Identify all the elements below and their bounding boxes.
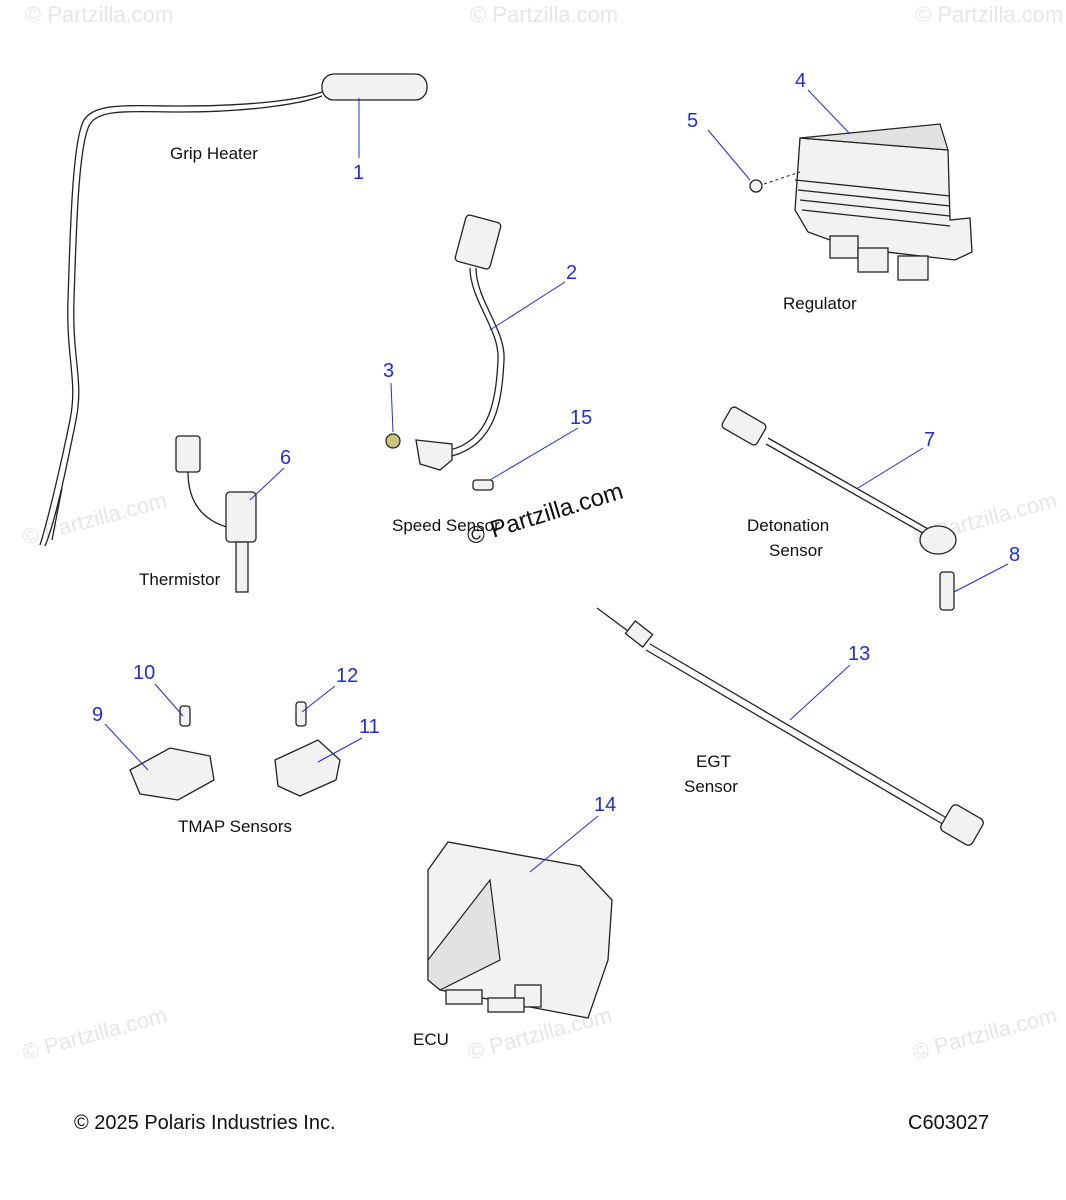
watermark-top-right: © Partzilla.com <box>915 2 1063 27</box>
label-grip-heater: Grip Heater <box>170 144 258 163</box>
footer-drawing-code: C603027 <box>908 1112 989 1134</box>
speed-sensor-oring <box>385 433 401 449</box>
thermistor-body <box>225 491 257 543</box>
watermark-bottom-left: © Partzilla.com <box>20 1002 170 1065</box>
callout-13: 13 <box>848 643 870 665</box>
ecu-side <box>427 878 501 991</box>
thermistor-probe <box>235 541 249 593</box>
egt-cable <box>649 643 951 821</box>
regulator-connector-1 <box>829 235 859 259</box>
regulator-fin-1 <box>794 179 951 197</box>
grip-heater-wire-end <box>51 487 63 541</box>
detonation-bolt <box>939 571 955 611</box>
egt-connector <box>940 804 984 846</box>
detonation-cable-2 <box>765 443 929 537</box>
label-regulator: Regulator <box>783 294 857 313</box>
part-grip-heater <box>39 73 428 547</box>
egt-cable-2 <box>645 649 947 827</box>
ecu-connector-1 <box>445 989 483 1005</box>
leader-lines <box>104 89 1009 873</box>
speed-sensor-bolt <box>472 479 494 491</box>
regulator-top <box>799 123 949 151</box>
callout-2: 2 <box>566 262 577 284</box>
speed-sensor-head <box>415 439 453 471</box>
callout-numbers: 1 2 3 4 5 6 7 8 9 10 11 12 13 14 15 <box>92 70 1020 816</box>
callout-15: 15 <box>570 407 592 429</box>
part-regulator <box>749 123 973 281</box>
watermark-top-center: © Partzilla.com <box>470 2 618 27</box>
tmap-sensor-right <box>274 739 341 797</box>
label-detonation-line2: Sensor <box>769 541 823 560</box>
speed-sensor-cable <box>449 267 499 451</box>
part-labels: Grip Heater Regulator Speed Sensor Therm… <box>139 144 857 1049</box>
detonation-sensor-body <box>919 525 957 555</box>
ecu-connector-2 <box>487 997 525 1013</box>
speed-sensor-cable-2 <box>451 267 505 457</box>
part-detonation-sensor <box>721 406 957 611</box>
grip-heater-wire-a <box>39 91 323 546</box>
callout-8: 8 <box>1009 544 1020 566</box>
regulator-fin-2 <box>797 189 951 207</box>
regulator-connector-2 <box>857 247 889 273</box>
watermark-mid-left: © Partzilla.com <box>20 487 170 550</box>
label-thermistor: Thermistor <box>139 570 221 589</box>
part-thermistor <box>175 435 257 593</box>
tmap-sensor-left <box>129 747 215 801</box>
thermistor-cable <box>187 471 231 529</box>
watermark-bottom-right: © Partzilla.com <box>910 1002 1060 1065</box>
part-egt-sensor <box>596 607 984 846</box>
grip-heater-sleeve <box>321 73 428 101</box>
part-tmap-sensors <box>129 701 341 801</box>
footer-copyright: © 2025 Polaris Industries Inc. <box>74 1112 336 1134</box>
callout-14: 14 <box>594 794 616 816</box>
callout-9: 9 <box>92 704 103 726</box>
label-egt-line2: Sensor <box>684 777 738 796</box>
regulator-connector-3 <box>897 255 929 281</box>
regulator-bolt <box>749 179 763 193</box>
regulator-fin-3 <box>799 199 951 217</box>
egt-nut <box>624 620 654 648</box>
callout-3: 3 <box>383 360 394 382</box>
detonation-cable <box>767 437 931 531</box>
callout-5: 5 <box>687 110 698 132</box>
detonation-connector <box>721 406 767 446</box>
part-speed-sensor <box>385 214 505 491</box>
callout-7: 7 <box>924 429 935 451</box>
grip-heater-wire-b <box>44 95 323 547</box>
label-ecu: ECU <box>413 1030 449 1049</box>
callout-11: 11 <box>359 716 380 738</box>
callout-4: 4 <box>795 70 806 92</box>
callout-12: 12 <box>336 665 358 687</box>
label-speed-sensor: Speed Sensor <box>392 516 500 535</box>
watermark-top-left: © Partzilla.com <box>25 2 173 27</box>
callout-6: 6 <box>280 447 291 469</box>
regulator-fin-4 <box>801 209 951 227</box>
watermark-bottom-center: © Partzilla.com <box>465 1002 615 1065</box>
part-ecu <box>427 841 613 1019</box>
callout-1: 1 <box>353 162 364 184</box>
callout-10: 10 <box>133 662 155 684</box>
tmap-bolt-right <box>295 701 307 727</box>
label-egt-line1: EGT <box>696 752 731 771</box>
thermistor-connector <box>175 435 201 473</box>
regulator-bolt-line <box>763 171 801 185</box>
speed-sensor-connector <box>454 214 502 270</box>
label-detonation-line1: Detonation <box>747 516 829 535</box>
tmap-bolt-left <box>179 705 191 727</box>
label-tmap-sensors: TMAP Sensors <box>178 817 292 836</box>
